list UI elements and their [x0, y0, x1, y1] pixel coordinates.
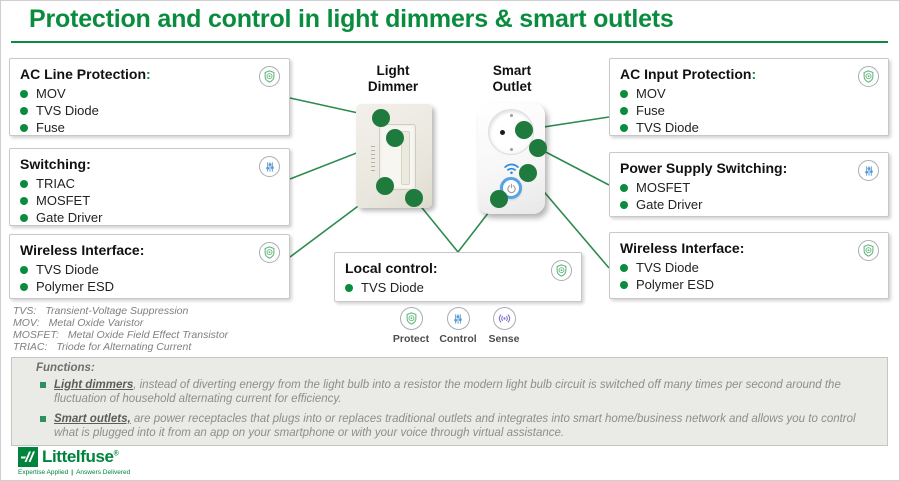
square-bullet-icon — [40, 416, 46, 422]
control-icon — [446, 307, 470, 330]
list-item: TVS Diode — [20, 261, 279, 278]
legend-sense: Sense — [474, 307, 534, 345]
list-item: Polymer ESD — [620, 276, 878, 293]
list-item: Gate Driver — [620, 196, 878, 213]
socket-screw — [509, 114, 513, 117]
box-switching: Switching: TRIAC MOSFET Gate Driver — [9, 148, 290, 226]
title-underline — [11, 41, 888, 43]
list-item: TRIAC — [20, 175, 279, 192]
wifi-icon — [503, 162, 520, 175]
abbreviation-row: MOV:Metal Oxide Varistor — [13, 317, 144, 329]
bullet-icon — [620, 263, 628, 272]
box-title: AC Line Protection: — [20, 66, 151, 82]
bullet-icon — [620, 89, 628, 98]
connection-dot — [529, 139, 547, 157]
connection-dot — [515, 121, 533, 139]
list-item: Gate Driver — [20, 209, 279, 226]
abbreviation-row: TVS:Transient-Voltage Suppression — [13, 305, 189, 317]
bullet-icon — [20, 179, 28, 188]
protect-icon — [858, 66, 879, 87]
box-title: Power Supply Switching: — [620, 160, 788, 176]
box-wireless-interface-right: Wireless Interface: TVS Diode Polymer ES… — [609, 232, 889, 299]
connection-dot — [372, 109, 390, 127]
list-item: TVS Diode — [620, 259, 878, 276]
bullet-icon — [620, 123, 628, 132]
box-power-supply-switching: Power Supply Switching: MOSFET Gate Driv… — [609, 152, 889, 217]
control-icon — [259, 156, 280, 177]
page-title: Protection and control in light dimmers … — [29, 5, 674, 33]
list-item: Polymer ESD — [20, 278, 279, 295]
functions-panel: Functions: Light dimmers, instead of div… — [11, 357, 888, 446]
box-ac-line-protection: AC Line Protection: MOV TVS Diode Fuse — [9, 58, 290, 136]
littelfuse-logo: Littelfuse® Expertise Applied|Answers De… — [18, 447, 130, 476]
legend-protect: Protect — [381, 307, 441, 345]
bullet-icon — [20, 265, 28, 274]
box-title: AC Input Protection: — [620, 66, 757, 82]
protect-icon — [259, 66, 280, 87]
abbreviation-row: TRIAC:Triode for Alternating Current — [13, 341, 192, 353]
protect-icon — [259, 242, 280, 263]
bullet-icon — [20, 123, 28, 132]
protect-icon — [858, 240, 879, 261]
box-title: Switching: — [20, 156, 91, 172]
socket-screw — [509, 148, 513, 151]
box-title: Wireless Interface: — [20, 242, 145, 258]
bullet-icon — [20, 196, 28, 205]
connection-dot — [376, 177, 394, 195]
bullet-icon — [345, 283, 353, 292]
bullet-icon — [20, 89, 28, 98]
abbreviation-row: MOSFET:Metal Oxide Field Effect Transist… — [13, 329, 229, 341]
list-item: TVS Diode — [620, 119, 878, 136]
dimmer-slider — [401, 131, 410, 185]
list-item: Fuse — [20, 119, 279, 136]
connection-dot — [405, 189, 423, 207]
box-title: Wireless Interface: — [620, 240, 745, 256]
box-wireless-interface-left: Wireless Interface: TVS Diode Polymer ES… — [9, 234, 290, 299]
smart-outlet-image — [478, 103, 545, 214]
connection-dot — [386, 129, 404, 147]
connection-dot — [490, 190, 508, 208]
box-local-control: Local control: TVS Diode — [334, 252, 582, 302]
protect-icon — [551, 260, 572, 281]
list-item: TVS Diode — [20, 102, 279, 119]
bullet-icon — [20, 213, 28, 222]
littelfuse-logo-icon — [18, 447, 38, 467]
socket-hole — [500, 130, 505, 135]
bullet-icon — [620, 200, 628, 209]
list-item: MOV — [620, 85, 878, 102]
connection-dot — [519, 164, 537, 182]
function-bullet: Light dimmers, instead of diverting ener… — [36, 378, 873, 406]
list-item: MOV — [20, 85, 279, 102]
box-title: Local control: — [345, 260, 438, 276]
protect-icon — [399, 307, 423, 330]
bullet-icon — [620, 106, 628, 115]
functions-heading: Functions: — [36, 362, 95, 374]
sense-icon — [492, 307, 516, 330]
logo-wordmark: Littelfuse® — [42, 447, 119, 466]
legend-control: Control — [428, 307, 488, 345]
logo-tagline: Expertise Applied|Answers Delivered — [18, 469, 131, 476]
list-item: MOSFET — [620, 179, 878, 196]
bullet-icon — [20, 282, 28, 291]
dimmer-tick-marks — [371, 146, 375, 171]
control-icon — [858, 160, 879, 181]
bullet-icon — [620, 183, 628, 192]
box-ac-input-protection: AC Input Protection: MOV Fuse TVS Diode — [609, 58, 889, 136]
abbreviations: TVS:Transient-Voltage Suppression MOV:Me… — [13, 306, 228, 354]
function-bullet: Smart outlets, are power receptacles tha… — [36, 412, 873, 440]
bullet-icon — [20, 106, 28, 115]
list-item: Fuse — [620, 102, 878, 119]
list-item: TVS Diode — [345, 279, 571, 296]
bullet-icon — [620, 280, 628, 289]
list-item: MOSFET — [20, 192, 279, 209]
square-bullet-icon — [40, 382, 46, 388]
